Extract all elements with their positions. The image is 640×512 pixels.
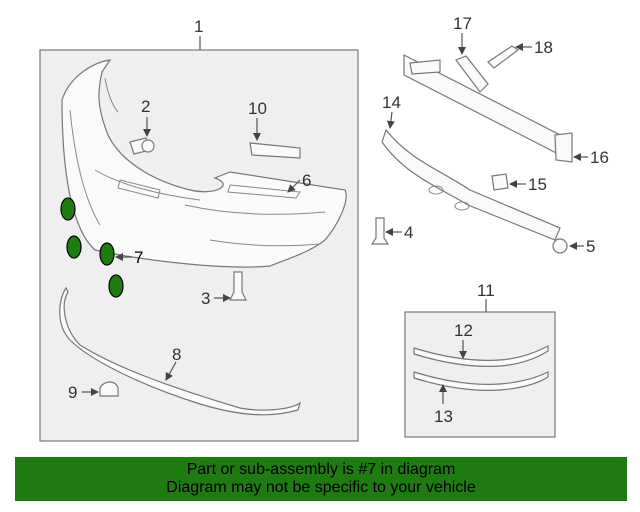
callout-5: 5	[586, 237, 595, 256]
callout-8: 8	[172, 345, 181, 364]
part-9-retainer	[99, 381, 119, 397]
part-7-cap	[60, 197, 76, 221]
callout-10: 10	[248, 99, 267, 118]
callout-17: 17	[453, 14, 472, 33]
assembly-11-box	[404, 311, 556, 438]
callout-16: 16	[590, 148, 609, 167]
leader-8	[165, 361, 177, 381]
part-12-molding	[413, 345, 549, 367]
callout-1: 1	[194, 17, 203, 36]
callout-13: 13	[434, 407, 453, 426]
part-15-block	[491, 173, 509, 191]
part-5-nut	[552, 238, 568, 254]
callout-6: 6	[302, 171, 311, 190]
leader-14	[386, 111, 395, 129]
part-18-bracket	[487, 45, 520, 69]
part-17-bracket	[455, 55, 489, 93]
callout-4: 4	[404, 223, 413, 242]
banner-line-1: Part or sub-assembly is #7 in diagram	[186, 461, 456, 478]
part-4-screw	[370, 217, 390, 245]
part-2-screw	[129, 137, 155, 155]
info-banner: Part or sub-assembly is #7 in diagram Di…	[15, 457, 627, 501]
part-16-beam	[403, 54, 573, 163]
part-7-group	[60, 197, 124, 298]
part-7-cap	[66, 235, 82, 259]
callout-9: 9	[68, 383, 77, 402]
part-7-cap	[99, 242, 115, 266]
callout-2: 2	[141, 97, 150, 116]
callout-11: 11	[477, 281, 495, 300]
part-8-strip	[59, 286, 302, 416]
part-10-bracket	[249, 142, 301, 159]
part-7-cap	[108, 274, 124, 298]
part-14-absorber	[381, 128, 561, 241]
callout-14: 14	[382, 93, 401, 112]
callout-12: 12	[454, 321, 473, 340]
part-3-clip	[229, 271, 247, 301]
callout-7: 7	[134, 248, 143, 267]
callout-15: 15	[528, 175, 547, 194]
callout-18: 18	[534, 38, 553, 57]
callout-3: 3	[201, 289, 210, 308]
banner-line-2: Diagram may not be specific to your vehi…	[166, 479, 476, 496]
bumper-cover	[61, 59, 347, 268]
leader-6	[287, 179, 301, 193]
part-13-molding	[413, 371, 549, 391]
